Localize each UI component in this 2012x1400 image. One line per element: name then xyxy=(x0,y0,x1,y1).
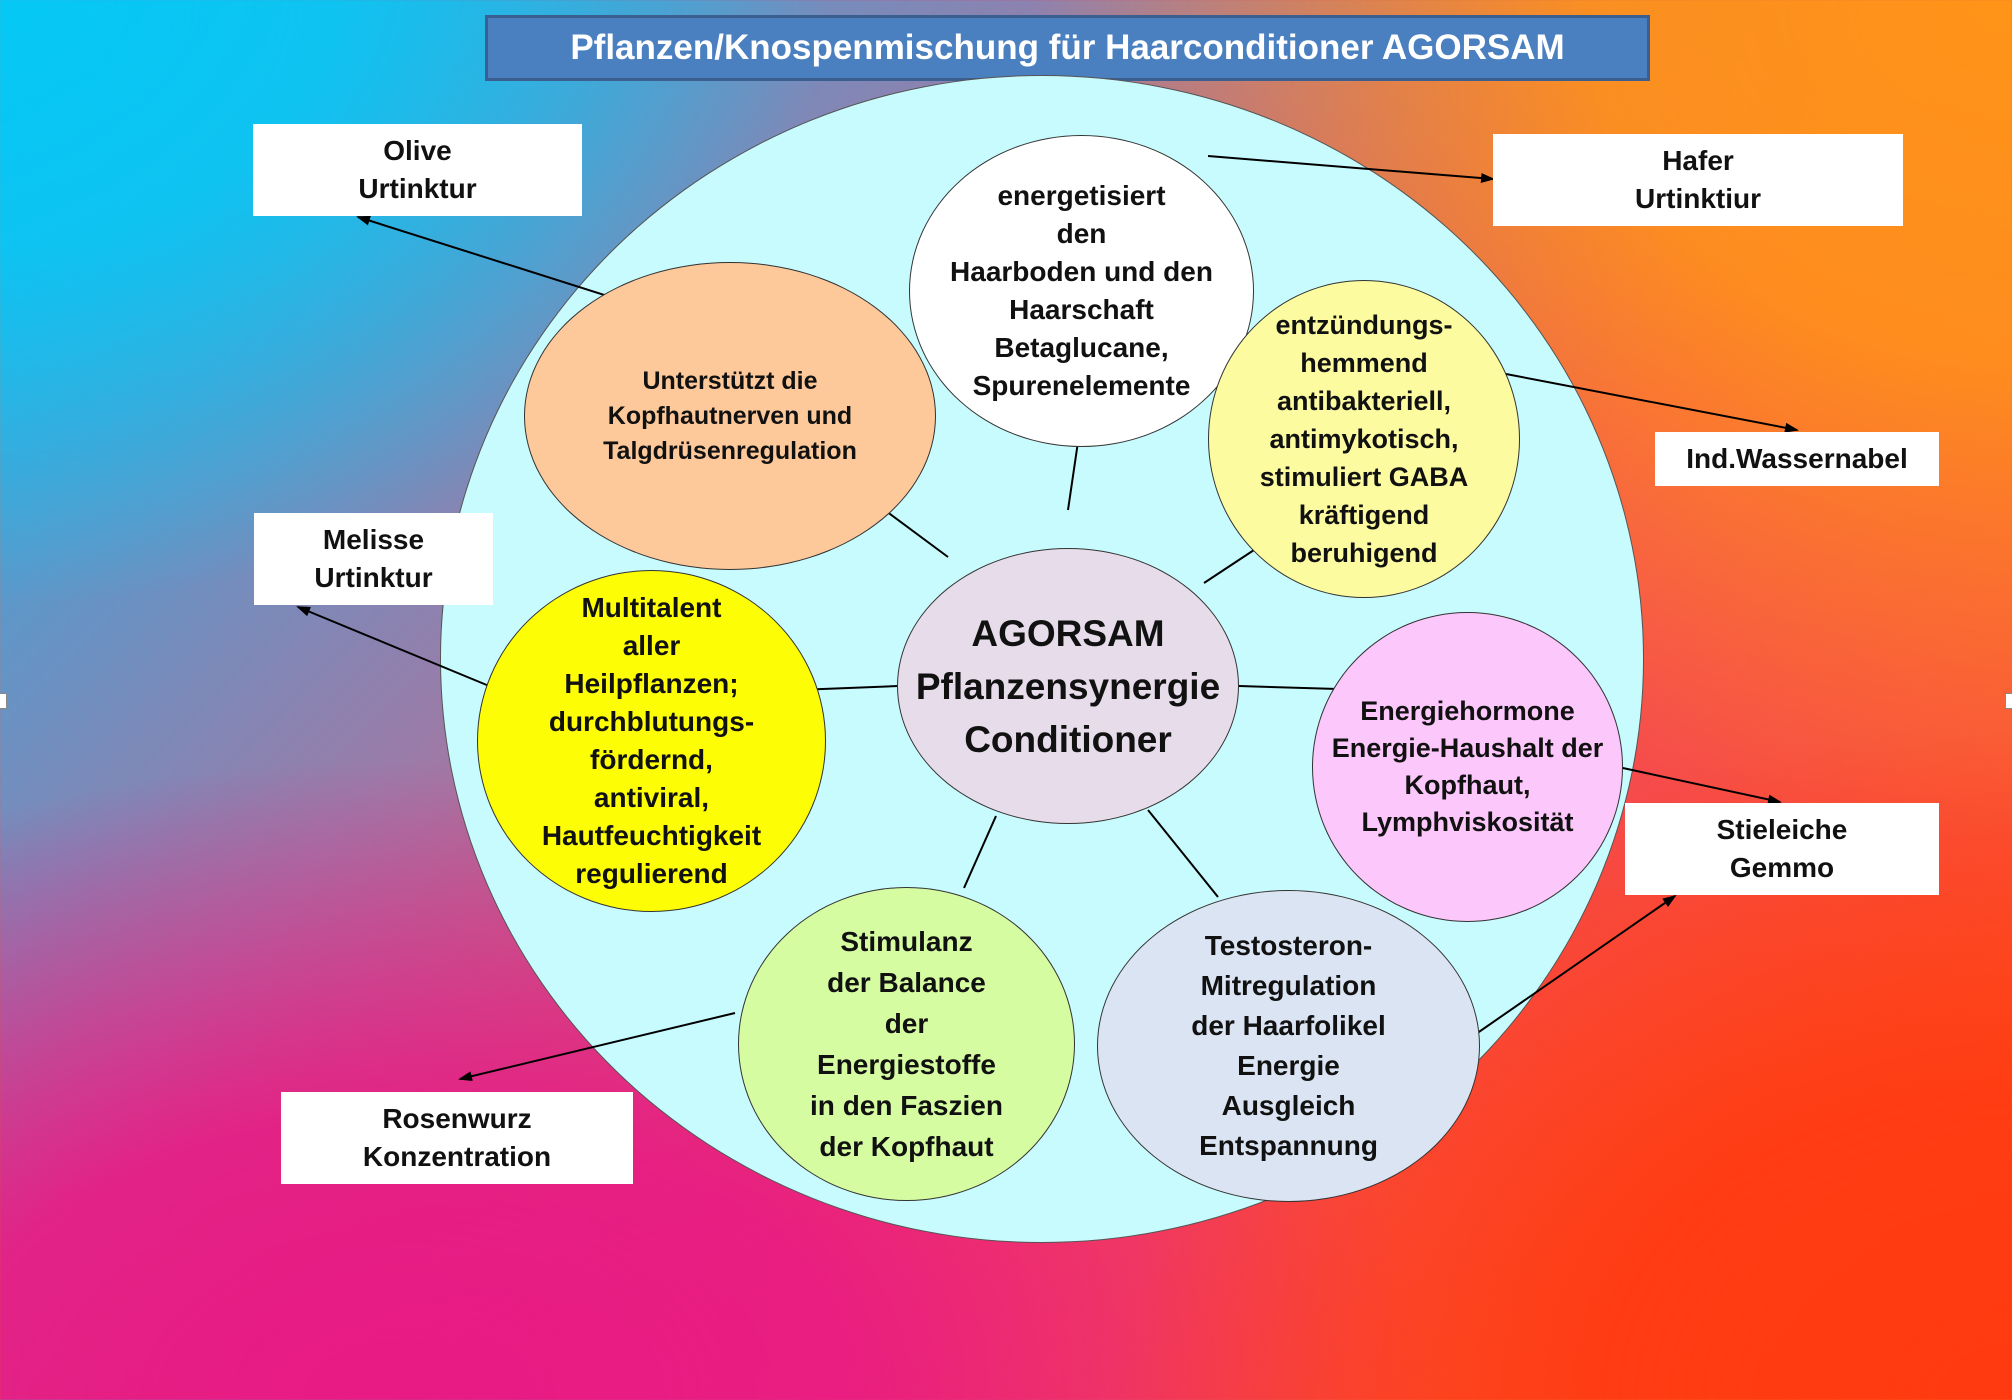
arrow-from-grey-to-stieleiche xyxy=(1449,894,1677,1053)
diagram-title-text: Pflanzen/Knospenmischung für Haarconditi… xyxy=(570,28,1565,67)
resize-handle-left[interactable] xyxy=(0,693,7,709)
node-kopfhautnerven-text: Unterstützt die Kopfhautnerven und Talgd… xyxy=(603,366,857,465)
label-stieleiche-text: Stieleiche Gemmo xyxy=(1716,814,1848,883)
label-wassernabel-text: Ind.Wassernabel xyxy=(1686,443,1908,474)
label-rosenwurz-text: Rosenwurz Konzentration xyxy=(362,1103,552,1172)
spoke-green xyxy=(963,815,997,889)
node-multitalent: Multitalent aller Heilpflanzen; durchblu… xyxy=(477,570,826,912)
label-wassernabel: Ind.Wassernabel xyxy=(1655,432,1939,486)
resize-handle-right[interactable] xyxy=(2005,693,2012,709)
label-hafer-text: Hafer Urtinktiur xyxy=(1635,145,1761,214)
spoke-lightyellow xyxy=(1203,549,1255,584)
node-kopfhautnerven: Unterstützt die Kopfhautnerven und Talgd… xyxy=(524,262,936,570)
spoke-pink xyxy=(1238,685,1339,690)
center-node: AGORSAM Pflanzensynergie Conditioner xyxy=(897,548,1239,824)
arrow-to-hafer xyxy=(1207,155,1495,184)
arrow-to-olive xyxy=(356,215,637,306)
spoke-orange xyxy=(885,510,949,558)
arrow-to-melisse xyxy=(296,606,495,689)
label-olive-text: Olive Urtinktur xyxy=(358,135,477,204)
label-hafer: Hafer Urtinktiur xyxy=(1493,134,1903,226)
node-entzuendungshemmend: entzündungs- hemmend antibakteriell, ant… xyxy=(1208,280,1520,598)
node-stimulanz-text: Stimulanz der Balance der Energiestoffe … xyxy=(810,926,1003,1162)
spoke-top xyxy=(1067,434,1080,511)
spoke-grey xyxy=(1147,809,1219,898)
label-rosenwurz: Rosenwurz Konzentration xyxy=(281,1092,633,1184)
node-multitalent-text: Multitalent aller Heilpflanzen; durchblu… xyxy=(541,592,762,889)
label-melisse: Melisse Urtinktur xyxy=(254,513,493,605)
node-haarboden-text: energetisiert den Haarboden und den Haar… xyxy=(950,180,1213,401)
arrow-to-wasser xyxy=(1505,373,1799,433)
label-melisse-text: Melisse Urtinktur xyxy=(314,524,433,593)
node-entzuendungshemmend-text: entzündungs- hemmend antibakteriell, ant… xyxy=(1259,310,1469,568)
node-energiehormone-text: Energiehormone Energie-Haushalt der Kopf… xyxy=(1331,696,1604,837)
diagram-title: Pflanzen/Knospenmischung für Haarconditi… xyxy=(485,15,1650,81)
node-testosteron-text: Testosteron- Mitregulation der Haarfolik… xyxy=(1191,930,1386,1161)
label-olive: Olive Urtinktur xyxy=(253,124,582,216)
node-haarboden: energetisiert den Haarboden und den Haar… xyxy=(909,135,1254,447)
node-stimulanz: Stimulanz der Balance der Energiestoffe … xyxy=(738,887,1075,1201)
arrow-to-rosenwurz xyxy=(458,1012,736,1082)
label-stieleiche: Stieleiche Gemmo xyxy=(1625,803,1939,895)
node-testosteron: Testosteron- Mitregulation der Haarfolik… xyxy=(1097,890,1480,1202)
center-node-text: AGORSAM Pflanzensynergie Conditioner xyxy=(915,612,1221,760)
node-energiehormone: Energiehormone Energie-Haushalt der Kopf… xyxy=(1312,612,1623,922)
